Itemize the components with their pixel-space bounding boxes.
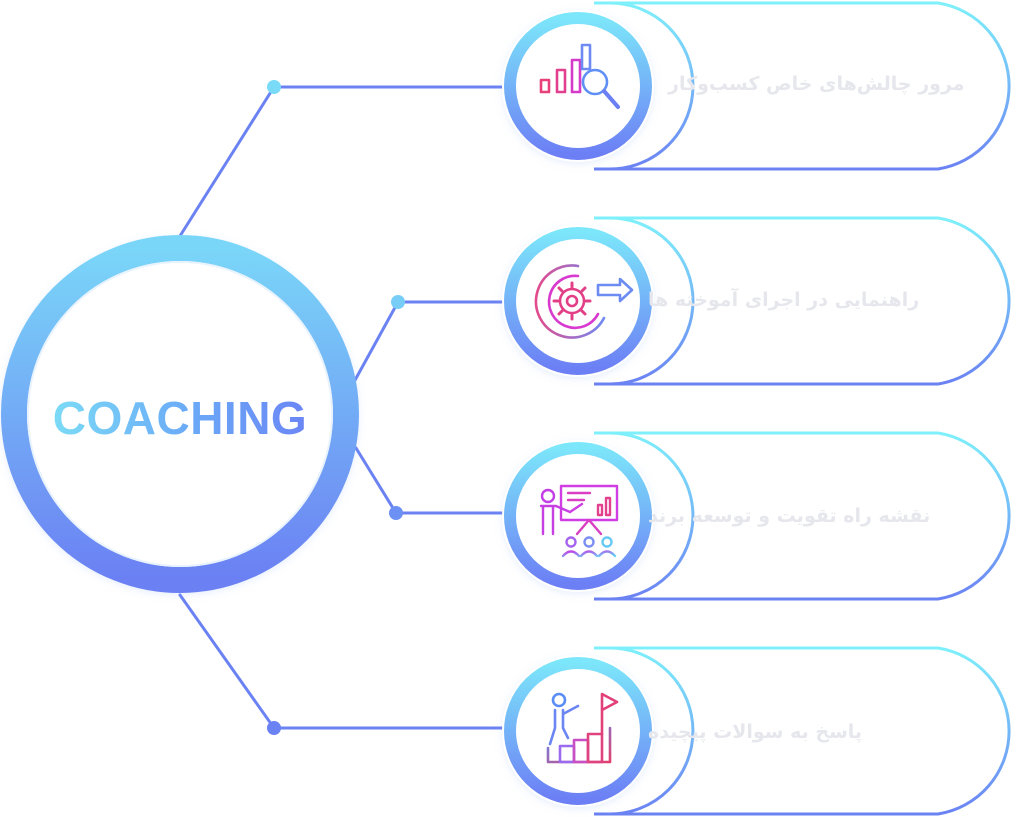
item-label-2: راهنمایی در اجرای آموخته ها: [648, 289, 920, 311]
item-card-3: [502, 431, 1011, 601]
connector-3: [354, 446, 507, 515]
coaching-hub: [1, 235, 359, 593]
connector-2: [352, 300, 507, 384]
connector-4: [178, 593, 507, 730]
item-label-1: مرور چالش‌های خاص کسب‌وکار: [668, 73, 965, 95]
hub-title: COACHING: [30, 380, 330, 456]
bar-chart-magnifier-icon: [530, 43, 620, 109]
item-card-1: [502, 1, 1011, 171]
connector-1: [178, 85, 507, 238]
gear-arrow-icon: [534, 264, 634, 339]
item-card-4: [502, 646, 1011, 816]
connector-dots: [267, 80, 405, 735]
item-label-4: پاسخ به سوالات پیچیده: [648, 721, 863, 743]
steps-flag-icon: [546, 692, 619, 764]
item-label-3: نقشه راه تقویت و توسعه برند: [648, 505, 931, 527]
presentation-audience-icon: [539, 484, 619, 558]
